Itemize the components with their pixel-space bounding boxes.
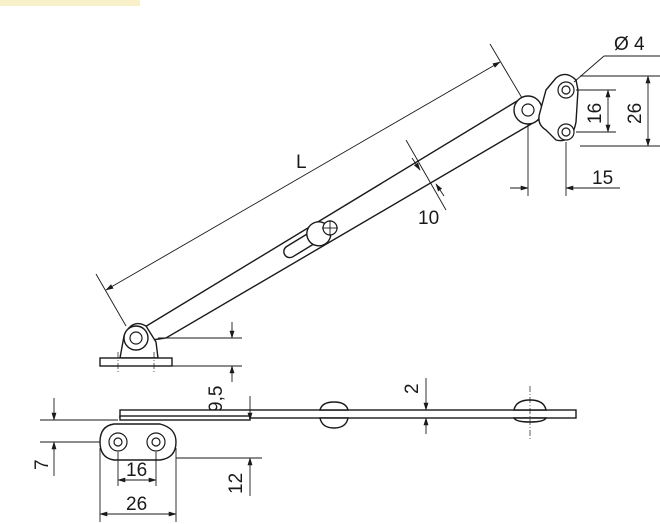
side-view-middle-pivot (319, 401, 349, 411)
angled-stay-arm (99, 73, 579, 372)
dim-arm-width-label: 10 (418, 208, 439, 229)
dim-base-hole-spacing-label: 16 (126, 460, 147, 481)
dim-length: L (95, 43, 523, 327)
dim-base-hole-spacing: 16 (117, 452, 157, 486)
dim-base-width: 26 (99, 448, 177, 522)
side-view-stay (99, 386, 577, 461)
dim-base-width-label: 26 (126, 494, 147, 515)
dim-offset-upper: 15 (510, 124, 620, 196)
dim-bracket-height-lower: 9,5 (158, 322, 242, 412)
dim-length-label: L (296, 152, 307, 173)
dim-hole-diameter: Ø 4 (573, 34, 660, 83)
dim-base-offset-label: 7 (32, 459, 53, 470)
dim-base-offset: 7 (32, 398, 118, 476)
lower-base-plate (99, 357, 173, 367)
corner-tint (0, 0, 140, 6)
dim-arm-width: 10 (405, 139, 447, 229)
dim-thickness: 2 (402, 378, 429, 434)
dim-hole-diameter-label: Ø 4 (614, 34, 645, 55)
dim-bracket-height-lower-label: 9,5 (206, 386, 227, 412)
upper-pivot-hole (521, 103, 535, 117)
dim-hole-spacing-upper-label: 16 (585, 103, 606, 124)
dim-upper-bracket: 16 26 (576, 75, 660, 147)
dim-thickness-label: 2 (402, 383, 423, 394)
dim-offset-upper-label: 15 (592, 168, 613, 189)
dim-base-depth: 12 (176, 396, 262, 496)
dim-base-depth-label: 12 (226, 473, 247, 494)
lower-pivot-hole (129, 331, 143, 345)
arm-body (128, 97, 540, 341)
dim-bracket-height-upper-label: 26 (625, 103, 646, 124)
